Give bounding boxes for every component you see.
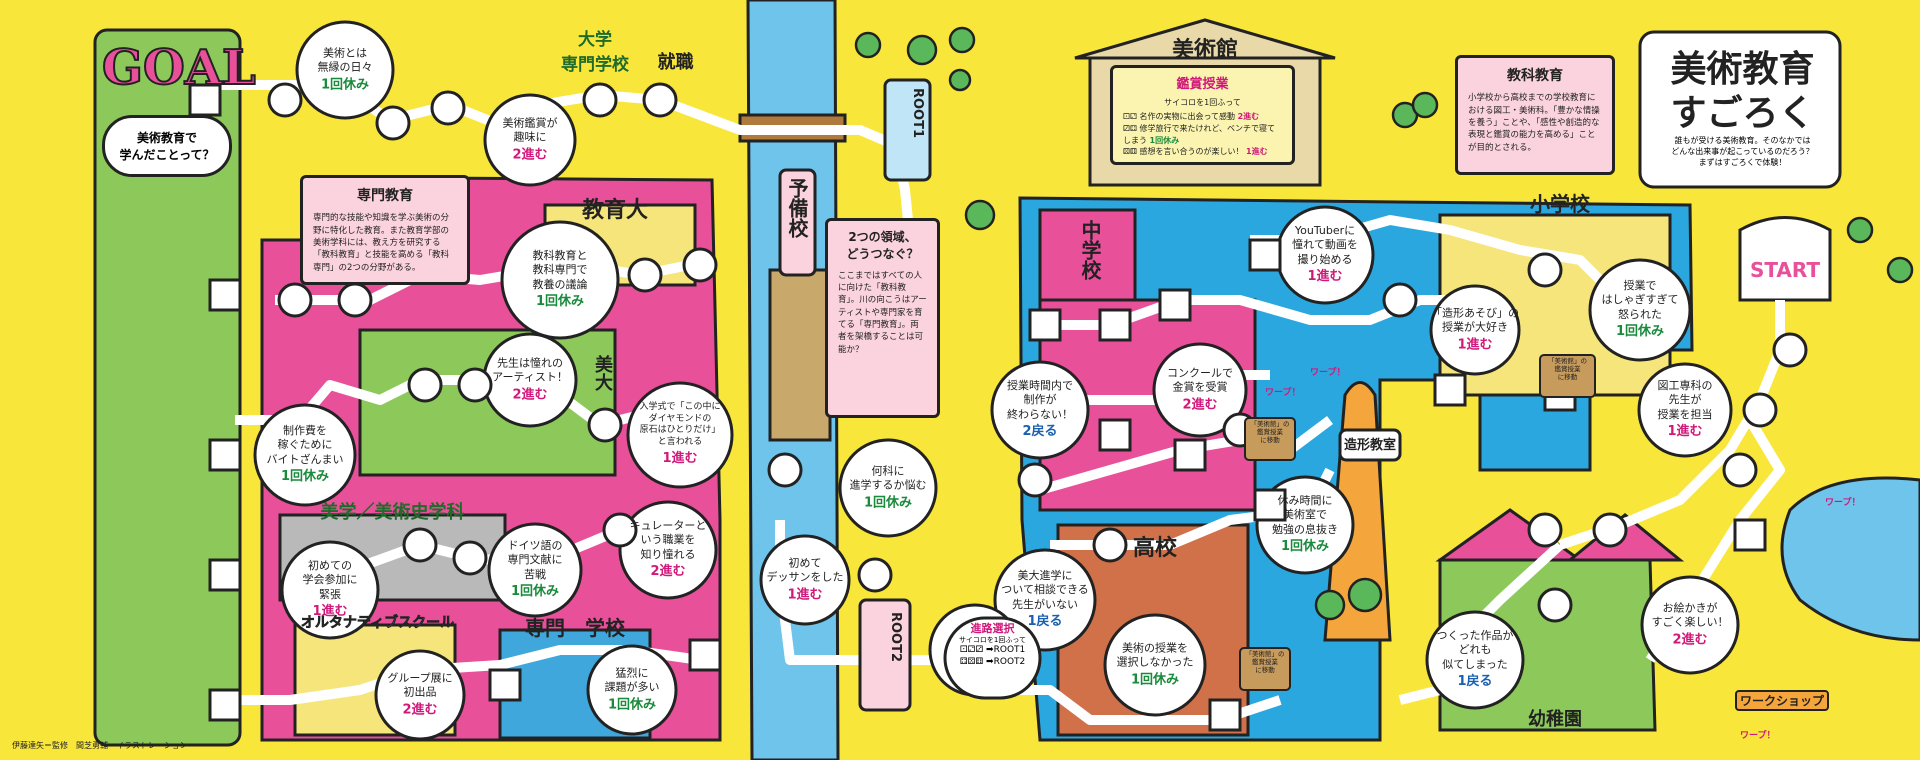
route-choice-sub: サイコロを1回ふって [958, 636, 1027, 645]
title-line2: すごろく [1670, 93, 1815, 134]
small-spaces [267, 82, 1808, 623]
note-futatsu: 2つの領域、 どうつなぐ？ ここまではすべての人に向けた「教科教育」。川の向こう… [825, 218, 940, 418]
small-sign-3: 「美術館」の 鑑賞授業 に移動 [1548, 357, 1587, 382]
label-koukou: 高校 [1132, 536, 1177, 561]
warp-label: ワープ！ [1265, 388, 1301, 398]
label-yobiko: 予備校 [785, 178, 809, 238]
label-root2: ROOT2 [888, 612, 903, 663]
label-bigaku: 美学／美術史学科 [320, 502, 465, 523]
route-choice: 進路選択 サイコロを1回ふって ⚀⚁⚂ ➡ROOT1 ⚃⚄⚅ ➡ROOT2 [945, 622, 1040, 669]
dice-icon: ⚄⚅ [1123, 147, 1137, 157]
label-daigaku: 大学 専門学校 [561, 30, 629, 75]
museum-roof [1074, 18, 1336, 60]
square-spaces [188, 83, 1767, 732]
note-senmon-body: 専門的な技能や知識を学ぶ美術の分野に特化した教育。また教育学部の美術学科には、教… [313, 213, 450, 273]
start-gate [1738, 216, 1832, 302]
label-shogakko: 小学校 [1530, 192, 1590, 216]
route-choice-opt1: ⚀⚁⚂ ➡ROOT1 [959, 645, 1026, 656]
kansho-line-text: 修学旅行で来たけれど、ベンチで寝てしまう [1123, 124, 1276, 145]
note-kyouka-body: 小学校から高校までの学校教育における図工・美術科。「豊かな情操を養う」ことや、「… [1468, 93, 1600, 153]
note-kyouka-title: 教科教育 [1507, 68, 1563, 84]
kansho-line: ⚂⚃ 修学旅行で来たけれど、ベンチで寝てしまう 1回休み [1123, 123, 1282, 146]
credits: 伊藤達矢＝監修 間芝勇輔＝イラストレーション [12, 741, 188, 750]
label-bidai: 美大 [592, 355, 613, 391]
yobiko-tower [768, 268, 832, 442]
small-sign-2: 「美術館」の 鑑賞授業 に移動 [1245, 650, 1285, 675]
label-bijutsukan: 美術館 [1171, 38, 1238, 63]
kansho-line-effect: 1進む [1246, 147, 1268, 157]
route-choice-opt2: ⚃⚄⚅ ➡ROOT2 [959, 657, 1026, 668]
route-choice-bg [943, 616, 1042, 700]
label-alternative: オルタナティブスクール [300, 615, 455, 632]
label-shushoku: 就職 [657, 52, 694, 73]
route-choice-title: 進路選択 [970, 622, 1015, 635]
warp-label: ワープ！ [1740, 731, 1776, 741]
kansho-line-text: 名作の実物に出会って感動 [1139, 112, 1236, 122]
kansho-line: ⚄⚅ 感想を言い合うのが楽しい！ 1進む [1123, 146, 1282, 158]
note-kansho: 鑑賞授業 サイコロを1回ふって ⚀⚁ 名作の実物に出会って感動 2進む ⚂⚃ 修… [1110, 65, 1295, 165]
goal-column [93, 28, 242, 747]
label-root1: ROOT1 [910, 88, 925, 139]
dice-icon: ⚀⚁ [1123, 112, 1137, 122]
lake [1780, 476, 1920, 642]
root2-sign-bg [858, 598, 912, 712]
note-kansho-title: 鑑賞授業 [1176, 77, 1229, 92]
sign-board-1 [1244, 417, 1296, 461]
zoukei-sign-bg [1338, 428, 1402, 462]
label-workshop: ワークショップ [1735, 690, 1829, 711]
warp-label: ワープ！ [1825, 498, 1861, 508]
kansho-line: ⚀⚁ 名作の実物に出会って感動 2進む [1123, 111, 1282, 123]
kansho-line-effect: 1回休み [1149, 135, 1180, 145]
note-futatsu-title: 2つの領域、 どうつなぐ？ [846, 230, 919, 262]
goal-label: GOAL [101, 39, 257, 97]
title-board [1638, 30, 1842, 189]
goal-bubble: 美術教育で 学んだことって？ [102, 115, 232, 177]
yobiko-sign-bg [778, 168, 817, 277]
small-sign-1: 「美術館」の 鑑賞授業 に移動 [1250, 420, 1290, 445]
root1-sign-bg [883, 78, 932, 182]
label-senmongakko: 専門 学校 [525, 616, 625, 640]
warp-label: ワープ！ [1310, 368, 1346, 378]
label-zoukei: 造形教室 [1343, 438, 1396, 453]
note-senmon: 専門教育 専門的な技能や知識を学ぶ美術の分野に特化した教育。また教育学部の美術学… [300, 175, 470, 285]
note-futatsu-body: ここまではすべての人に向けた「教科教育」。川の向こうはアーティストや専門家を育て… [838, 270, 927, 355]
title-line1: 美術教育 [1670, 49, 1815, 90]
note-kyouka: 教科教育 小学校から高校までの学校教育における図工・美術科。「豊かな情操を養う」… [1455, 55, 1615, 175]
note-kansho-sub: サイコロを1回ふって [1164, 97, 1241, 107]
title-note: 誰もが受ける美術教育。そのなかでは どんな出来事が起こっているのだろう？ まずは… [1671, 136, 1814, 168]
note-senmon-title: 専門教育 [357, 188, 413, 204]
kansho-line-effect: 2進む [1237, 112, 1260, 122]
dice-icon: ⚂⚃ [1123, 124, 1137, 134]
goal-bubble-text: 美術教育で 学んだことって？ [119, 131, 215, 162]
sign-board-3 [1539, 354, 1596, 398]
sign-board-2 [1239, 647, 1291, 691]
label-kyouikudai: 教育大 [581, 198, 648, 223]
label-chugakko: 中学校 [1078, 220, 1102, 280]
kansho-line-text: 感想を言い合うのが楽しい！ [1139, 147, 1244, 157]
trees [854, 26, 1914, 621]
start-label: START [1749, 258, 1821, 282]
label-youchien: 幼稚園 [1528, 709, 1582, 730]
